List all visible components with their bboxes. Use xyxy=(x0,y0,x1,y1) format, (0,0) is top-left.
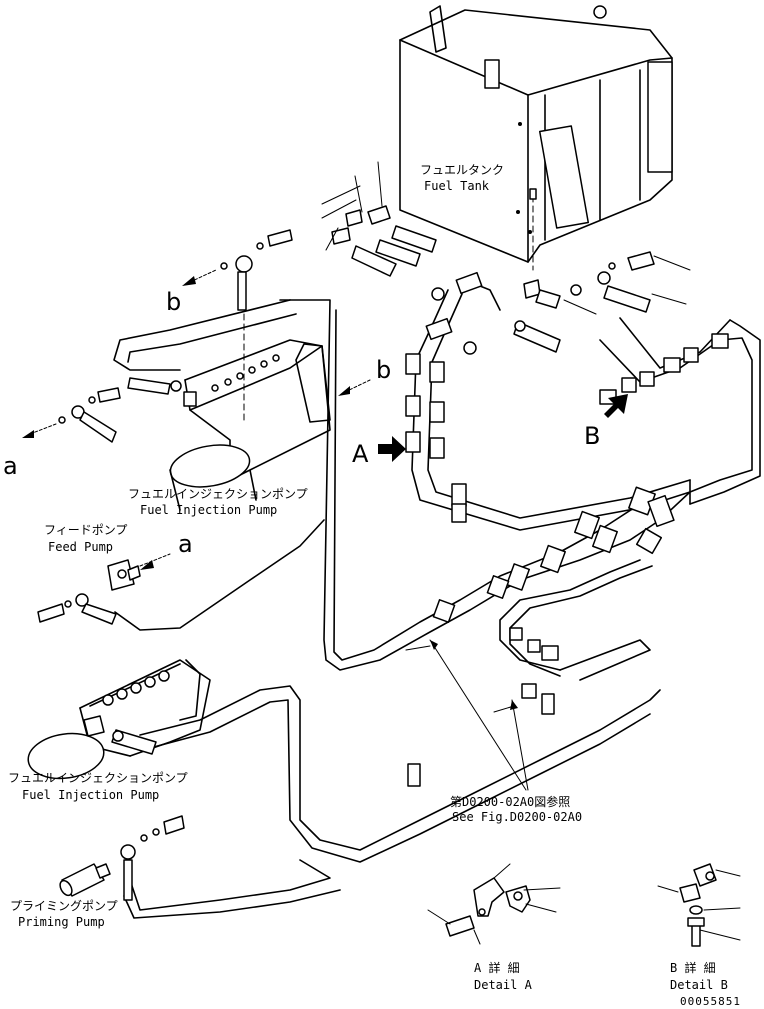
feed-pump xyxy=(37,553,171,625)
priming-pump xyxy=(59,815,185,901)
upper-pump-ports xyxy=(211,354,280,392)
lower-pump-ports xyxy=(102,670,170,706)
fuel-tank-label-jp: フュエルタンク xyxy=(420,163,504,177)
lower-injection-pump xyxy=(27,659,211,780)
callout-A: A xyxy=(352,440,369,468)
feed-pump-label-jp: フィードポンプ xyxy=(44,523,127,537)
see-fig-label-en: See Fig.D0200-02A0 xyxy=(452,810,582,824)
view-arrow-b xyxy=(604,394,628,418)
tank-outlet-fittings xyxy=(321,161,437,277)
view-arrow-a xyxy=(378,436,406,462)
callout-a-feed: a xyxy=(178,530,193,558)
injection-pump-label-en-2: Fuel Injection Pump xyxy=(22,788,159,802)
priming-pump-label-jp: プライミングポンプ xyxy=(10,899,118,913)
upper-injection-pump xyxy=(22,339,331,511)
injection-pump-label-jp-2: フュエルインジェクションポンプ xyxy=(8,771,188,785)
detail-a-label-jp: A 詳 細 xyxy=(474,960,520,975)
reference-leaders xyxy=(405,639,529,791)
detail-a-parts xyxy=(427,863,561,945)
detail-a-label-en: Detail A xyxy=(474,978,533,992)
callout-b-top: b xyxy=(166,288,181,316)
see-fig-label-jp: 第D0200-02A0図参照 xyxy=(450,794,570,809)
drawing-number: 00055851 xyxy=(680,995,741,1008)
line-clamps xyxy=(405,271,729,787)
fuel-tank-label-en: Fuel Tank xyxy=(424,179,490,193)
injection-pump-label-jp-1: フュエルインジェクションポンプ xyxy=(128,487,308,501)
callout-b-right: b xyxy=(376,356,391,384)
detail-b-label-en: Detail B xyxy=(670,978,728,992)
callout-a-left: a xyxy=(3,452,18,480)
injection-pump-label-en-1: Fuel Injection Pump xyxy=(140,503,277,517)
fuel-tank xyxy=(399,5,673,271)
feed-pump-label-en: Feed Pump xyxy=(48,540,113,554)
fuel-hoses xyxy=(113,281,761,919)
tank-return-fittings xyxy=(513,251,691,353)
upper-banjo-fitting xyxy=(182,229,371,421)
callout-B: B xyxy=(584,422,600,450)
detail-b-parts xyxy=(657,863,741,947)
detail-b-label-jp: B 詳 細 xyxy=(670,960,716,975)
priming-pump-label-en: Priming Pump xyxy=(18,915,105,929)
